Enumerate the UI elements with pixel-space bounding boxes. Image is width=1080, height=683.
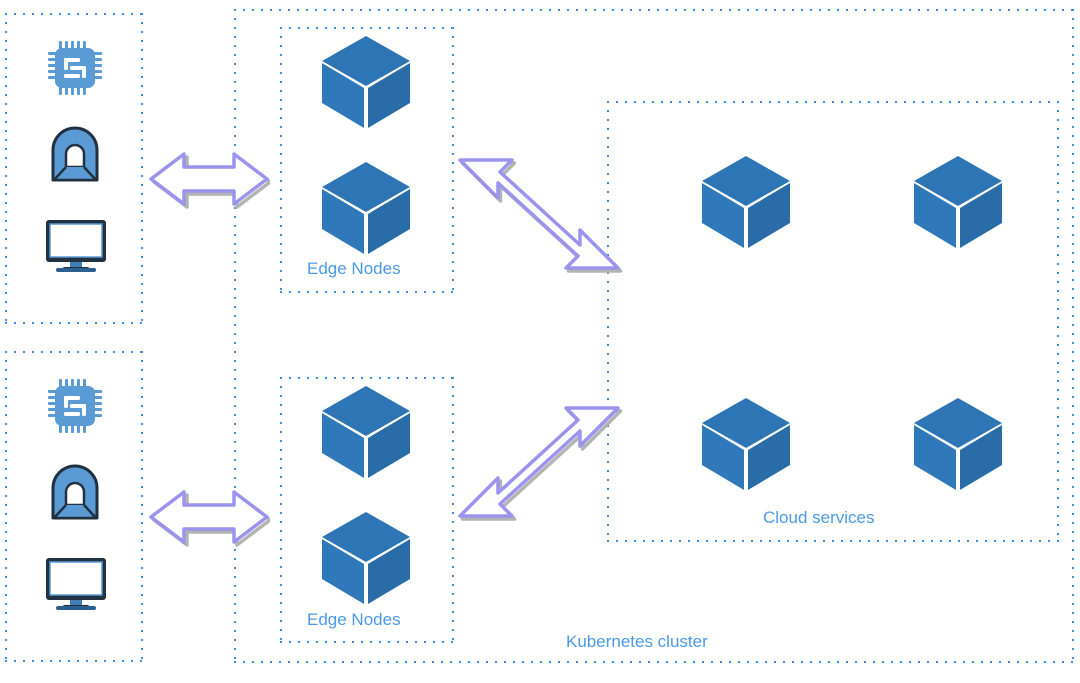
cube-icon	[322, 36, 410, 128]
user-icon	[48, 125, 102, 188]
cube-icon	[702, 156, 790, 248]
edge-top-cube-2	[320, 160, 412, 261]
edge-nodes-bottom-label: Edge Nodes	[307, 610, 401, 629]
cube-icon	[914, 156, 1002, 248]
user-icon	[48, 463, 102, 526]
connector-edge-top-to-cloud	[455, 152, 630, 282]
cube-icon	[322, 386, 410, 478]
connector-edge-bottom-to-cloud	[455, 400, 630, 530]
cloud-services-label: Cloud services	[763, 508, 875, 527]
cube-icon	[322, 162, 410, 254]
connector-devices-top-to-edge-top	[148, 145, 272, 218]
monitor-icon	[44, 556, 108, 617]
edge-bottom-cube-2	[320, 510, 412, 611]
kubernetes-cluster-label: Kubernetes cluster	[566, 632, 708, 651]
cloud-cube-4	[912, 396, 1004, 497]
connector-devices-bottom-to-edge-bottom	[148, 483, 272, 556]
cloud-cube-1	[700, 154, 792, 255]
cloud-cube-2	[912, 154, 1004, 255]
edge-top-cube-1	[320, 34, 412, 135]
cloud-cube-3	[700, 396, 792, 497]
chip-icon	[46, 39, 104, 102]
edge-bottom-cube-1	[320, 384, 412, 485]
edge-nodes-top-label: Edge Nodes	[307, 259, 401, 278]
cube-icon	[322, 512, 410, 604]
cube-icon	[914, 398, 1002, 490]
monitor-icon	[44, 218, 108, 279]
cube-icon	[702, 398, 790, 490]
chip-icon	[46, 377, 104, 440]
